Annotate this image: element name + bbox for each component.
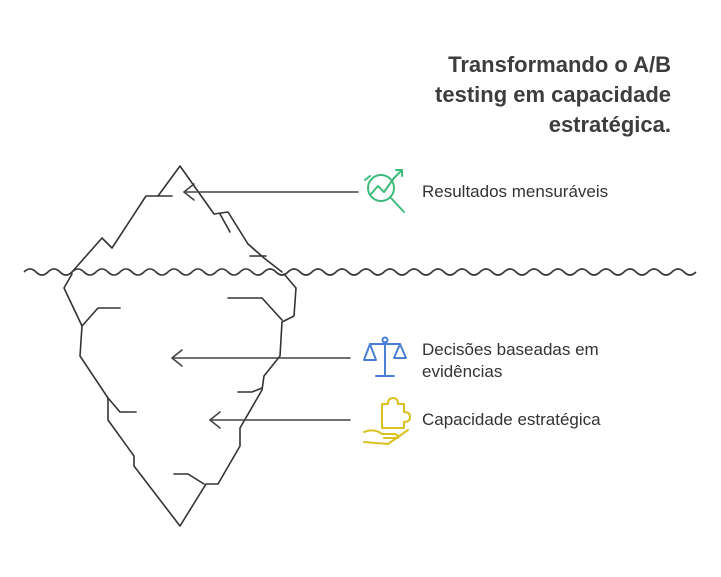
label-decisoes-line-1: Decisões baseadas em xyxy=(422,340,599,359)
balance-scale-icon xyxy=(363,336,407,377)
arrow-decisoes xyxy=(171,349,351,367)
label-capacidade-line: Capacidade estratégica xyxy=(422,410,601,429)
arrow-resultados xyxy=(183,183,359,201)
arrows xyxy=(171,183,359,429)
arrow-capacidade xyxy=(209,411,351,429)
label-resultados: Resultados mensuráveis xyxy=(422,181,608,203)
puzzle-hand-icon xyxy=(363,397,411,445)
growth-chart-magnifier-icon xyxy=(364,169,405,213)
water-line xyxy=(23,268,697,276)
label-decisoes: Decisões baseadas em evidências xyxy=(422,339,599,383)
iceberg-body xyxy=(63,273,297,527)
title-line-2: testing em capacidade xyxy=(435,82,671,107)
diagram-title: Transformando o A/B testing em capacidad… xyxy=(371,50,671,140)
label-capacidade: Capacidade estratégica xyxy=(422,409,601,431)
label-resultados-line: Resultados mensuráveis xyxy=(422,182,609,201)
title-line-1: Transformando o A/B xyxy=(448,52,671,77)
iceberg-tip xyxy=(71,165,283,273)
label-decisoes-line-2: evidências xyxy=(422,362,503,381)
title-line-3: estratégica. xyxy=(548,112,671,137)
